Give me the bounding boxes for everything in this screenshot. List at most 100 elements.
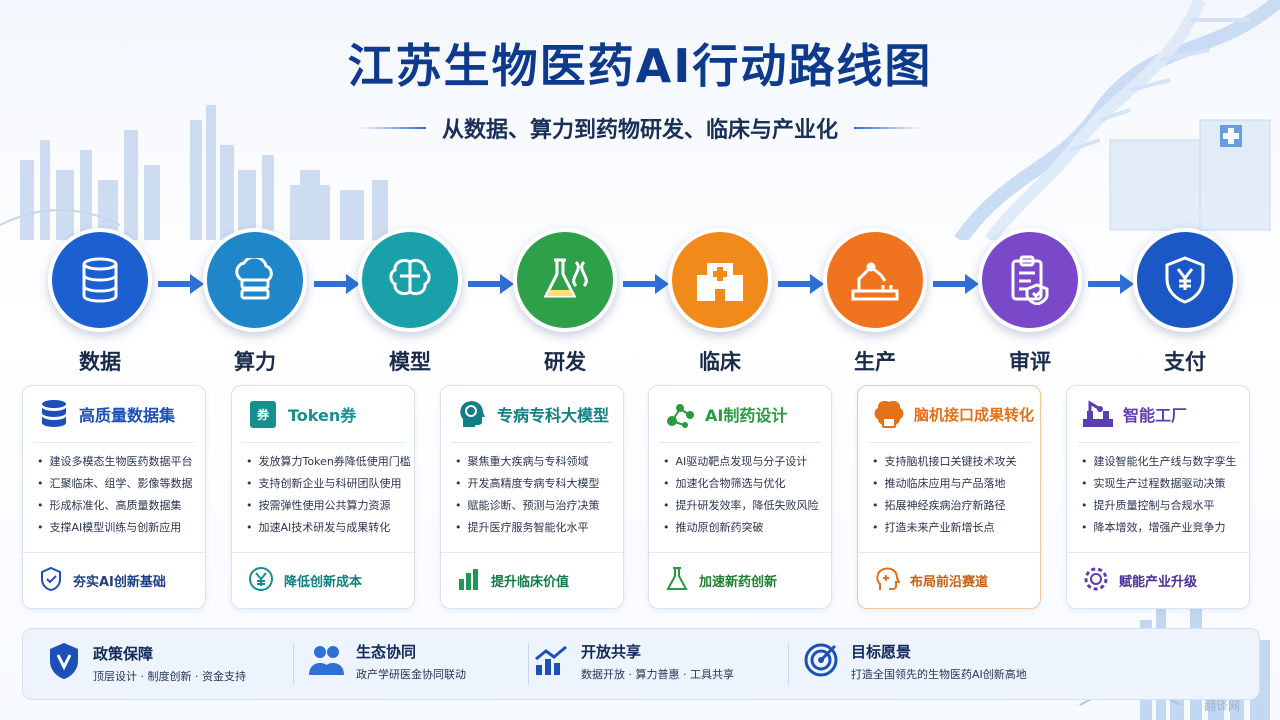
card-specialty-model[interactable]: 专病专科大模型 聚焦重大疾病与专科领域 开发高精度专病专科大模型 赋能诊断、预测… [440, 385, 624, 609]
dna-helix-decoration [954, 0, 1280, 240]
detail-cards: 高质量数据集 建设多模态生物医药数据平台 汇聚临床、组学、影像等数据 形成标准化… [22, 385, 1258, 610]
arrow-right-icon [623, 274, 669, 294]
list-item: 提升医疗服务智能化水平 [455, 517, 623, 539]
step-review[interactable]: 审评 [975, 228, 1085, 376]
card-token[interactable]: 券 Token券 发放算力Token券降低使用门槛 支持创新企业与科研团队使用 … [231, 385, 415, 609]
list-item: 建设智能化生产线与数字孪生 [1081, 451, 1249, 473]
step-label: 生产 [854, 350, 896, 374]
molecule-icon [663, 397, 697, 431]
card-ai-drug-design[interactable]: AI制药设计 AI驱动靶点发现与分子设计 加速化合物筛选与优化 提升研发效率，降… [648, 385, 832, 609]
clipboard-check-icon [978, 228, 1082, 332]
step-production[interactable]: 生产 [820, 228, 930, 376]
people-icon [308, 643, 344, 681]
growth-chart-icon [533, 643, 569, 681]
card-footer-text: 夯实AI创新基础 [73, 575, 166, 590]
arrow-right-icon [933, 274, 979, 294]
list-item: 支持脑机接口关键技术攻关 [872, 451, 1040, 473]
card-smart-factory[interactable]: 智能工厂 建设智能化生产线与数字孪生 实现生产过程数据驱动决策 提升质量控制与合… [1066, 385, 1250, 609]
card-list: 发放算力Token券降低使用门槛 支持创新企业与科研团队使用 按需弹性使用公共算… [232, 451, 414, 539]
step-data[interactable]: 数据 [45, 228, 155, 376]
card-footer-text: 赋能产业升级 [1119, 575, 1198, 590]
card-footer-text: 降低创新成本 [284, 575, 363, 590]
card-footer: 降低创新成本 [232, 552, 414, 608]
brain-icon [358, 228, 462, 332]
watermark: 翻译网 [1203, 699, 1240, 713]
list-item: 推动临床应用与产品落地 [872, 473, 1040, 495]
card-list: 支持脑机接口关键技术攻关 推动临床应用与产品落地 拓展神经疾病治疗新路径 打造未… [858, 451, 1040, 539]
list-item: AI驱动靶点发现与分子设计 [663, 451, 831, 473]
card-footer-text: 布局前沿赛道 [910, 575, 989, 590]
step-label: 审评 [1009, 350, 1051, 374]
step-research[interactable]: 研发 [510, 228, 620, 376]
bottom-title: 开放共享 [581, 643, 642, 661]
target-icon [803, 642, 839, 682]
head-plus-icon [874, 566, 901, 596]
cloud-server-icon [203, 228, 307, 332]
list-item: 加速化合物筛选与优化 [663, 473, 831, 495]
list-item: 支撑AI模型训练与创新应用 [37, 517, 205, 539]
database-icon [48, 228, 152, 332]
card-footer: 提升临床价值 [441, 552, 623, 608]
card-footer-text: 提升临床价值 [491, 575, 570, 590]
card-bci-transfer[interactable]: 脑机接口成果转化 支持脑机接口关键技术攻关 推动临床应用与产品落地 拓展神经疾病… [857, 385, 1041, 609]
bottom-title: 生态协同 [356, 643, 417, 661]
bottom-sub: 打造全国领先的生物医药AI创新高地 [851, 668, 1027, 681]
card-list: 建设智能化生产线与数字孪生 实现生产过程数据驱动决策 提升质量控制与合规水平 降… [1067, 451, 1249, 539]
step-clinical[interactable]: 临床 [665, 228, 775, 376]
arrow-right-icon [1088, 274, 1134, 294]
factory-robot-icon [1081, 397, 1115, 431]
list-item: 汇聚临床、组学、影像等数据 [37, 473, 205, 495]
arrow-right-icon [158, 274, 204, 294]
roadmap-steps: 数据 算力 模型 研发 临床 生产 [0, 228, 1280, 374]
arrow-right-icon [314, 274, 360, 294]
subtitle-divider [854, 127, 924, 129]
list-item: 发放算力Token券降低使用门槛 [246, 451, 414, 473]
bottom-title: 政策保障 [93, 644, 154, 663]
flask-dna-icon [513, 228, 617, 332]
hospital-icon [668, 228, 772, 332]
subtitle-bar: 从数据、算力到药物研发、临床与产业化 [0, 112, 1280, 144]
step-label: 模型 [389, 350, 431, 374]
shield-check-icon [39, 566, 63, 596]
card-list: AI驱动靶点发现与分子设计 加速化合物筛选与优化 提升研发效率，降低失败风险 推… [649, 451, 831, 539]
shield-icon [47, 641, 81, 685]
gear-icon [1083, 566, 1109, 596]
step-label: 算力 [234, 350, 276, 374]
city-skyline-decoration [0, 105, 388, 240]
card-title: 专病专科大模型 [497, 406, 610, 425]
step-label: 临床 [699, 350, 741, 374]
arrow-right-icon [468, 274, 514, 294]
yuan-coin-icon [248, 566, 274, 596]
subtitle-divider [355, 127, 426, 129]
bottom-item-vision[interactable]: 目标愿景 打造全国领先的生物医药AI创新高地 [803, 641, 1027, 682]
list-item: 拓展神经疾病治疗新路径 [872, 495, 1040, 517]
card-title: AI制药设计 [705, 406, 788, 425]
flask-icon [665, 566, 689, 596]
card-list: 建设多模态生物医药数据平台 汇聚临床、组学、影像等数据 形成标准化、高质量数据集… [23, 451, 205, 539]
list-item: 建设多模态生物医药数据平台 [37, 451, 205, 473]
bottom-title: 目标愿景 [851, 643, 912, 661]
brain-chip-icon [872, 397, 906, 431]
card-footer-text: 加速新药创新 [699, 575, 778, 590]
list-item: 赋能诊断、预测与治疗决策 [455, 495, 623, 517]
bottom-strip: 政策保障 顶层设计 · 制度创新 · 资金支持 生态协同 政产学研医金协同联动 … [22, 628, 1260, 700]
step-label: 数据 [79, 350, 121, 374]
bottom-item-policy[interactable]: 政策保障 顶层设计 · 制度创新 · 资金支持 [47, 641, 246, 685]
list-item: 提升研发效率，降低失败风险 [663, 495, 831, 517]
yuan-shield-icon [1133, 228, 1237, 332]
bottom-item-open-sharing[interactable]: 开放共享 数据开放 · 算力普惠 · 工具共享 [533, 641, 734, 682]
card-dataset[interactable]: 高质量数据集 建设多模态生物医药数据平台 汇聚临床、组学、影像等数据 形成标准化… [22, 385, 206, 609]
ticket-icon: 券 [246, 397, 280, 431]
step-compute[interactable]: 算力 [200, 228, 310, 376]
step-model[interactable]: 模型 [355, 228, 465, 376]
card-footer: 加速新药创新 [649, 552, 831, 608]
step-payment[interactable]: 支付 [1130, 228, 1240, 376]
card-footer: 夯实AI创新基础 [23, 552, 205, 608]
list-item: 降本增效，增强产业竞争力 [1081, 517, 1249, 539]
list-item: 按需弹性使用公共算力资源 [246, 495, 414, 517]
database-icon [37, 397, 71, 431]
bottom-item-ecosystem[interactable]: 生态协同 政产学研医金协同联动 [308, 641, 466, 682]
card-title: 脑机接口成果转化 [914, 405, 1035, 424]
card-title: 高质量数据集 [79, 406, 176, 425]
bottom-sub: 顶层设计 · 制度创新 · 资金支持 [93, 669, 246, 683]
